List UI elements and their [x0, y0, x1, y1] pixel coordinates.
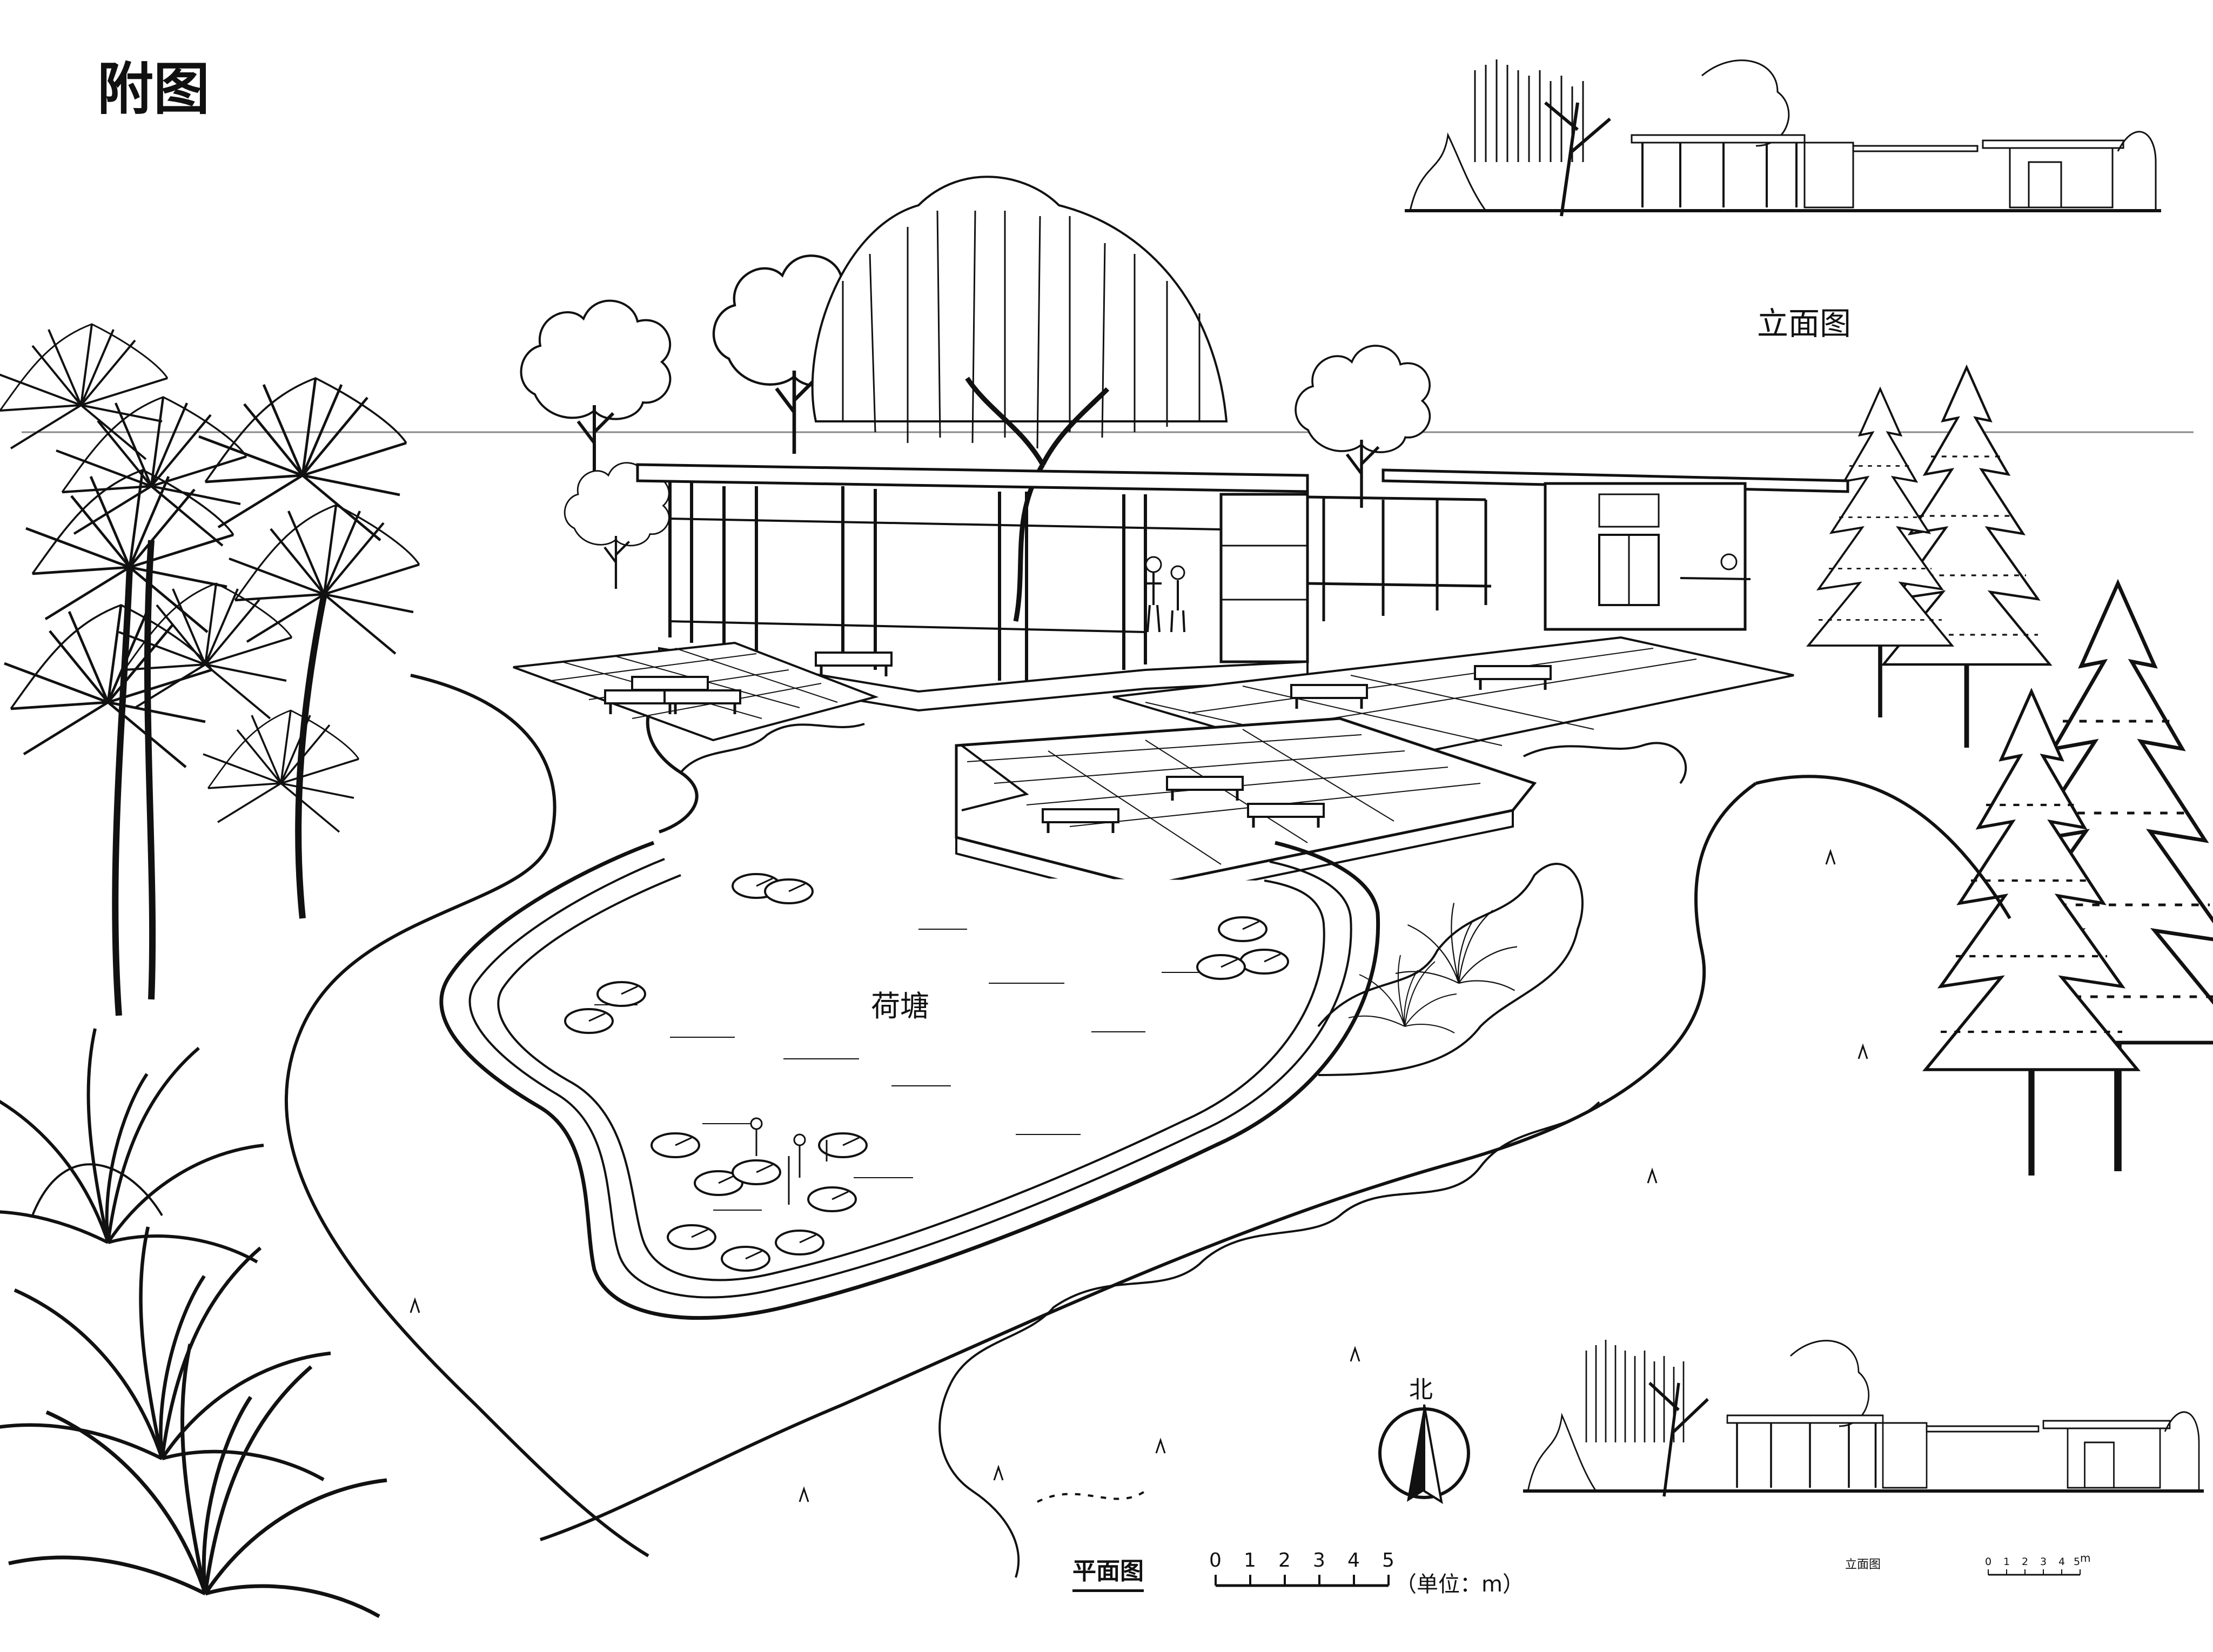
pond-label: 荷塘: [871, 989, 929, 1023]
north-arrow-icon: [1378, 1404, 1470, 1505]
scale-bar-small: [1988, 1569, 2081, 1576]
shrub-mass: [938, 1101, 1600, 1578]
scale-tick-small: 3: [2040, 1556, 2047, 1568]
scale-unit-small: m: [2080, 1552, 2091, 1564]
elevation-drawing-bottom: [1518, 1334, 2209, 1496]
pond-shrubs: [680, 723, 1687, 1076]
elevation-drawing-top: [1399, 54, 2167, 216]
elevation-label-top: 立面图: [1757, 305, 1852, 342]
conifer-trees: [1808, 367, 2213, 1176]
pavilion-building: [636, 463, 1849, 712]
scale-tick: 4: [1347, 1549, 1360, 1572]
scale-tick-small: 1: [2003, 1556, 2010, 1568]
lotus-pond: [439, 841, 1380, 1320]
scale-bar: [1215, 1575, 1390, 1587]
scale-tick: 5: [1382, 1549, 1394, 1572]
palm-grove: [0, 323, 419, 1616]
unit-label: （单位：m）: [1395, 1572, 1524, 1597]
north-label: 北: [1409, 1376, 1433, 1403]
scale-tick-small: 5: [2074, 1556, 2081, 1568]
scale-tick: 3: [1313, 1549, 1325, 1572]
grass-tufts: [410, 849, 1868, 1502]
scale-tick-small: 4: [2058, 1556, 2066, 1568]
plan-label: 平面图: [1072, 1552, 1144, 1592]
scale-tick: 0: [1209, 1549, 1222, 1572]
elevation-label-bottom: 立面图: [1845, 1558, 1881, 1572]
willow-tree: [811, 176, 1228, 622]
scale-tick: 2: [1278, 1549, 1291, 1572]
scale-tick-small: 0: [1985, 1556, 1992, 1568]
scale-tick-small: 2: [2022, 1556, 2029, 1568]
scale-tick: 1: [1244, 1549, 1256, 1572]
garden-path: [284, 674, 2011, 1557]
page-title: 附图: [97, 56, 210, 122]
